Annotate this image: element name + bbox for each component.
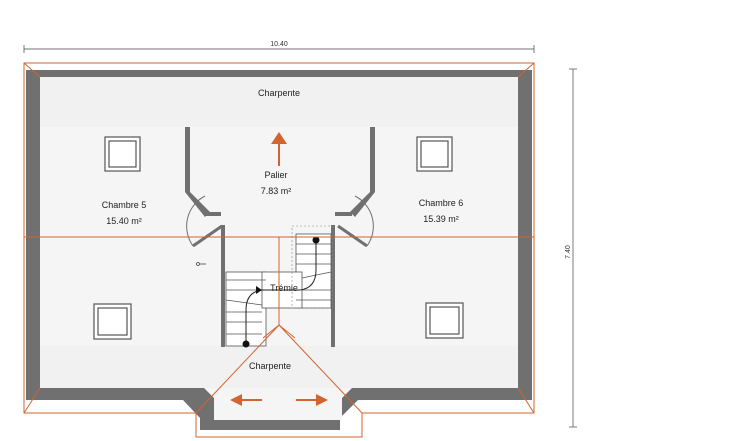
width-dimension <box>23 45 535 53</box>
room-label-charpente-top: Charpente <box>258 88 300 98</box>
up-arrow-icon <box>271 132 287 166</box>
tremie-outline <box>291 225 333 309</box>
door-swing-icon <box>186 195 223 248</box>
roof-outline <box>23 62 535 438</box>
height-dimension <box>569 68 577 428</box>
switch-icon <box>196 262 206 266</box>
arrow-right-icon <box>296 394 328 406</box>
skylight-window-icon <box>93 303 132 340</box>
skylight-window-icon <box>416 136 453 172</box>
room-area-palier: 7.83 m² <box>261 186 292 196</box>
height-dimension-label: 7.40 <box>565 245 572 259</box>
room-label-palier: Palier <box>264 170 287 180</box>
room-label-chambre5: Chambre 5 <box>102 200 147 210</box>
staircase-icon <box>225 233 332 348</box>
room-area-chambre5: 15.40 m² <box>106 216 142 226</box>
width-dimension-label: 10.40 <box>270 41 288 48</box>
room-label-chambre6: Chambre 6 <box>419 198 464 208</box>
skylight-window-icon <box>104 136 141 172</box>
room-area-chambre6: 15.39 m² <box>423 214 459 224</box>
arrow-left-icon <box>230 394 262 406</box>
door-swing-icon <box>337 195 374 248</box>
interior-walls <box>185 127 375 347</box>
room-label-tremie: Trémie <box>270 283 298 293</box>
room-label-charpente-bottom: Charpente <box>249 361 291 371</box>
skylight-window-icon <box>425 302 464 339</box>
